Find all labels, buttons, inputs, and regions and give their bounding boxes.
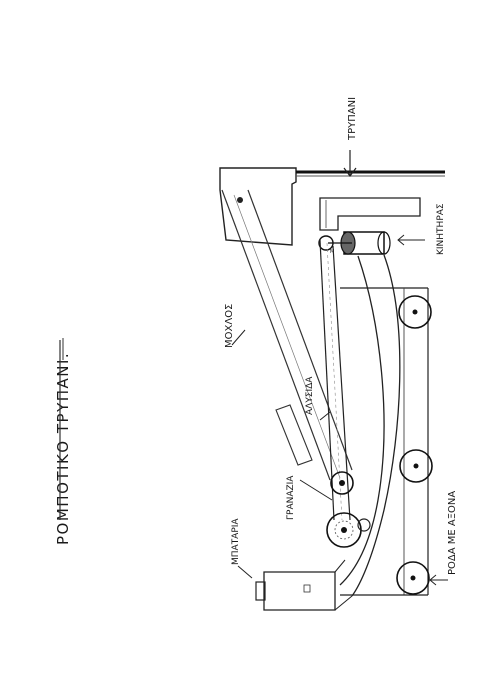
lever bbox=[221, 189, 353, 481]
svg-text:M: M bbox=[330, 249, 334, 255]
wheel-middle bbox=[399, 449, 433, 483]
drawing-title: ΡΟΜΠΟΤΙΚΟ ΤΡΥΠΑΝΙ. bbox=[54, 352, 72, 545]
wheel-rear bbox=[396, 561, 430, 595]
lever-strut bbox=[275, 404, 313, 466]
label-alysida: ΑΛΥΣΙΔΑ bbox=[305, 376, 315, 415]
motor-bracket bbox=[319, 197, 421, 231]
gears bbox=[326, 471, 371, 548]
drill bbox=[219, 167, 445, 246]
motor-pulley bbox=[318, 235, 334, 251]
mpataria-arrow bbox=[237, 565, 253, 579]
wheel-front bbox=[398, 295, 432, 329]
alysida-arrow bbox=[319, 411, 331, 421]
moxlos-arrow bbox=[231, 329, 246, 346]
label-mpataria: ΜΠΑΤΑΡΙΑ bbox=[231, 518, 241, 565]
battery-terminal bbox=[255, 581, 266, 601]
small-gear bbox=[330, 471, 354, 495]
chassis-curve bbox=[339, 255, 385, 586]
motor: M bbox=[318, 231, 391, 255]
label-kinitiras: ΚΙΝΗΤΗΡΑΣ bbox=[436, 203, 446, 255]
drill-pivot bbox=[237, 197, 243, 203]
granazia-arrow bbox=[299, 479, 333, 501]
label-roda: ΡΟΔΑ ΜΕ ΑΞΟΝΑ bbox=[447, 491, 458, 575]
label-moxlos: ΜΟΧΛΟΣ bbox=[224, 304, 235, 348]
battery bbox=[255, 559, 353, 611]
chain bbox=[319, 239, 351, 521]
label-trypani: ΤΡΥΠΑΝΙ bbox=[347, 97, 358, 141]
base-platform bbox=[340, 287, 429, 596]
wheels bbox=[396, 295, 433, 595]
label-granazia: ΓΡΑΝΑΖΙΑ bbox=[286, 475, 296, 520]
